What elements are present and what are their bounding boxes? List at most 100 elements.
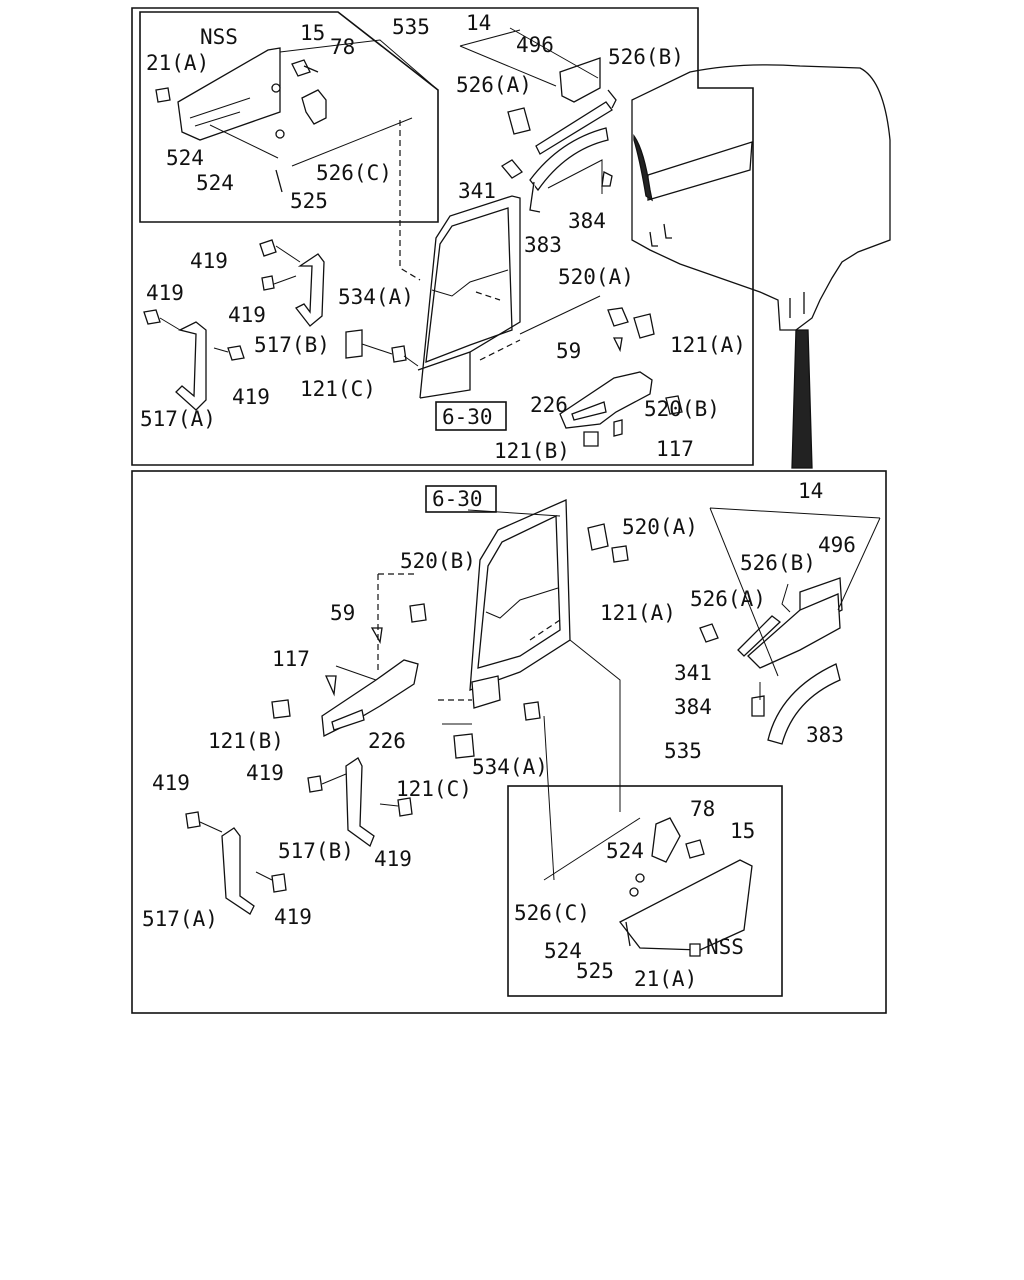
label-nss-lower: NSS xyxy=(706,935,744,959)
bolt-419b-icon xyxy=(261,275,275,291)
upper-hinge xyxy=(345,307,683,447)
label-6-30: 6-30 xyxy=(442,405,493,429)
grommet-121b-lower-icon xyxy=(271,699,291,719)
bracket-517a xyxy=(175,321,207,411)
upper-labels: NSS 15 78 535 21(A) 524 524 526(C) 525 1… xyxy=(140,11,746,463)
label-419-2-lower: 419 xyxy=(152,771,190,795)
label-524-2: 524 xyxy=(196,171,234,195)
label-21a-lower: 21(A) xyxy=(634,967,697,991)
label-78: 78 xyxy=(330,35,355,59)
label-525: 525 xyxy=(290,189,328,213)
label-226: 226 xyxy=(530,393,568,417)
grommet-121a-icon xyxy=(633,313,655,339)
label-121a: 121(A) xyxy=(670,333,746,357)
grommet-121c-lower-icon xyxy=(453,733,475,759)
lower-14-parts xyxy=(699,507,881,745)
label-419-4-lower: 419 xyxy=(274,905,312,929)
label-526b: 526(B) xyxy=(608,45,684,69)
label-535: 535 xyxy=(392,15,430,39)
upper-14-parts xyxy=(501,57,617,213)
label-524-1-lower: 524 xyxy=(606,839,644,863)
flare-383-lower xyxy=(767,663,841,745)
lower-brackets xyxy=(185,757,413,915)
nut-520a-icon xyxy=(607,307,629,327)
label-341: 341 xyxy=(458,179,496,203)
label-15-lower: 15 xyxy=(730,819,755,843)
lower-hinge xyxy=(321,659,419,738)
label-496: 496 xyxy=(516,33,554,57)
panel-14-lower xyxy=(747,593,841,669)
label-121c: 121(C) xyxy=(300,377,376,401)
lower-frame xyxy=(131,470,887,1014)
label-520a-lower: 520(A) xyxy=(622,515,698,539)
label-534a: 534(A) xyxy=(338,285,414,309)
upper-inset-535 xyxy=(139,11,439,223)
label-526c: 526(C) xyxy=(316,161,392,185)
bolt-419a-icon xyxy=(259,239,277,257)
label-384: 384 xyxy=(568,209,606,233)
label-14-lower: 14 xyxy=(798,479,823,503)
upper-view: NSS 15 78 535 21(A) 524 524 526(C) 525 1… xyxy=(131,7,891,469)
bracket-517b-lower xyxy=(345,757,375,848)
label-517a: 517(A) xyxy=(140,407,216,431)
label-121b: 121(B) xyxy=(494,439,570,463)
label-14: 14 xyxy=(466,11,491,35)
upper-leaders xyxy=(279,27,603,361)
label-535-lower: 535 xyxy=(664,739,702,763)
label-419-3-lower: 419 xyxy=(374,847,412,871)
trim-panel-lower xyxy=(619,859,753,951)
lower-leaders xyxy=(335,509,621,881)
label-526c-lower: 526(C) xyxy=(514,901,590,925)
label-384-lower: 384 xyxy=(674,695,712,719)
cab-body xyxy=(631,64,891,469)
lower-inset-535 xyxy=(507,785,783,997)
label-419-4: 419 xyxy=(232,385,270,409)
bracket-517a-lower xyxy=(221,827,255,915)
bolt-419c-icon xyxy=(143,309,161,325)
label-226-lower: 226 xyxy=(368,729,406,753)
door-outline xyxy=(417,195,521,399)
lower-view: 6-30 14 520(A) 496 526(B) 520(B) 121(A) … xyxy=(131,470,887,1014)
nut-524b-icon xyxy=(275,129,285,139)
clip-78-icon xyxy=(301,89,327,125)
label-59-lower: 59 xyxy=(330,601,355,625)
clip-384-icon xyxy=(601,171,613,187)
pin-117-icon xyxy=(613,419,623,437)
label-121b-lower: 121(B) xyxy=(208,729,284,753)
clip-78-lower-icon xyxy=(651,817,681,863)
lower-labels: 6-30 14 520(A) 496 526(B) 520(B) 121(A) … xyxy=(142,479,856,991)
clip-21a-lower-icon xyxy=(689,943,701,957)
label-520b: 520(B) xyxy=(644,397,720,421)
bolt-419d-icon xyxy=(227,345,245,361)
label-117: 117 xyxy=(656,437,694,461)
trim-526a xyxy=(507,107,531,135)
nut-524b-lower-icon xyxy=(629,887,639,897)
label-121a-lower: 121(A) xyxy=(600,601,676,625)
label-525-lower: 525 xyxy=(576,959,614,983)
upper-brackets xyxy=(143,239,325,411)
bracket-517b xyxy=(295,253,325,327)
bushing-534a-lower-icon xyxy=(523,701,541,721)
nut-520b-lower-icon xyxy=(409,603,427,623)
label-419-1-lower: 419 xyxy=(246,761,284,785)
strip-526 xyxy=(535,101,613,155)
label-526a-lower: 526(A) xyxy=(690,587,766,611)
label-520a: 520(A) xyxy=(558,265,634,289)
label-524-1: 524 xyxy=(166,146,204,170)
label-419-3: 419 xyxy=(228,303,266,327)
bolt-419d-lower-icon xyxy=(271,873,287,893)
label-534a-lower: 534(A) xyxy=(472,755,548,779)
lower-small-parts xyxy=(271,523,629,759)
label-59: 59 xyxy=(556,339,581,363)
label-78-lower: 78 xyxy=(690,797,715,821)
hinge-plate xyxy=(471,675,501,709)
label-nss: NSS xyxy=(200,25,238,49)
trim-panel xyxy=(177,47,281,141)
label-383-lower: 383 xyxy=(806,723,844,747)
label-517a-lower: 517(A) xyxy=(142,907,218,931)
label-341-lower: 341 xyxy=(674,661,712,685)
label-419-1: 419 xyxy=(190,249,228,273)
bushing-534a-icon xyxy=(391,345,407,363)
label-121c-lower: 121(C) xyxy=(396,777,472,801)
